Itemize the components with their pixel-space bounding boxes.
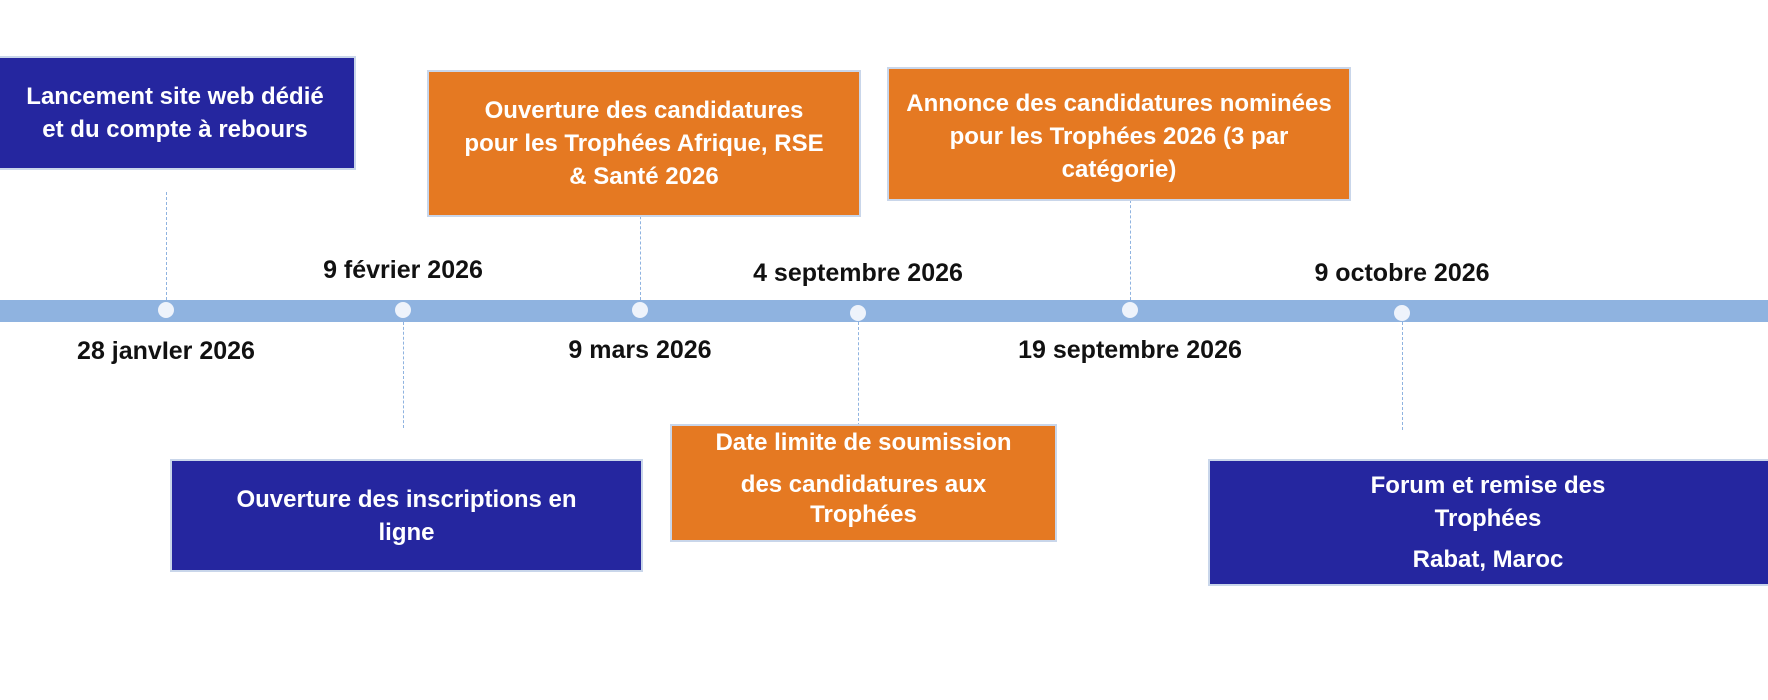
milestone-dot-1 <box>158 302 174 318</box>
event-text: Forum et remise des <box>1370 472 1606 499</box>
date-label-3: 9 mars 2026 <box>568 336 712 364</box>
date-label-6: 9 octobre 2026 <box>1314 259 1490 287</box>
event-box-5: Annonce des candidatures nominées pour l… <box>887 67 1351 201</box>
event-text: Ouverture des inscriptions en <box>236 485 577 513</box>
event-box-3: Ouverture des candidatures pour les Trop… <box>427 70 861 217</box>
event-text: et du compte à rebours <box>42 116 308 143</box>
date-label-1: 28 janvIer 2026 <box>77 337 255 365</box>
date-label-4: 4 septembre 2026 <box>753 259 963 287</box>
milestone-dot-3 <box>632 302 648 318</box>
connector-6 <box>1402 322 1403 430</box>
connector-5 <box>1130 200 1131 300</box>
event-box-1: Lancement site web dédié et du compte à … <box>0 56 356 170</box>
connector-2 <box>403 322 404 428</box>
event-text: catégorie) <box>1061 156 1177 183</box>
event-text: Trophées <box>810 501 917 528</box>
event-text: Annonce des candidatures nominées <box>906 90 1332 117</box>
date-label-5: 19 septembre 2026 <box>1018 336 1242 364</box>
milestone-dot-2 <box>395 302 411 318</box>
event-text: & Santé 2026 <box>569 163 719 190</box>
event-text: ligne <box>378 518 435 546</box>
date-label-2: 9 février 2026 <box>323 256 483 284</box>
connector-4 <box>858 322 859 426</box>
event-text: des candidatures aux <box>740 471 987 498</box>
event-text: Trophées <box>1434 505 1542 532</box>
event-box-4: Date limite de soumission des candidatur… <box>670 424 1057 542</box>
milestone-dot-5 <box>1122 302 1138 318</box>
connector-1 <box>166 192 167 300</box>
event-text: Lancement site web dédié <box>26 83 324 110</box>
milestone-dot-4 <box>850 305 866 321</box>
event-text: Ouverture des candidatures <box>484 97 804 124</box>
event-box-6: Forum et remise des Trophées Rabat, Maro… <box>1208 459 1768 586</box>
connector-3 <box>640 196 641 300</box>
event-text: pour les Trophées Afrique, RSE <box>464 130 824 157</box>
event-text: Date limite de soumission <box>715 429 1012 456</box>
event-text: Rabat, Maroc <box>1412 546 1564 573</box>
event-text: pour les Trophées 2026 (3 par <box>949 123 1289 150</box>
timeline-bar <box>0 300 1768 322</box>
milestone-dot-6 <box>1394 305 1410 321</box>
event-box-2: Ouverture des inscriptions en ligne <box>170 459 643 572</box>
